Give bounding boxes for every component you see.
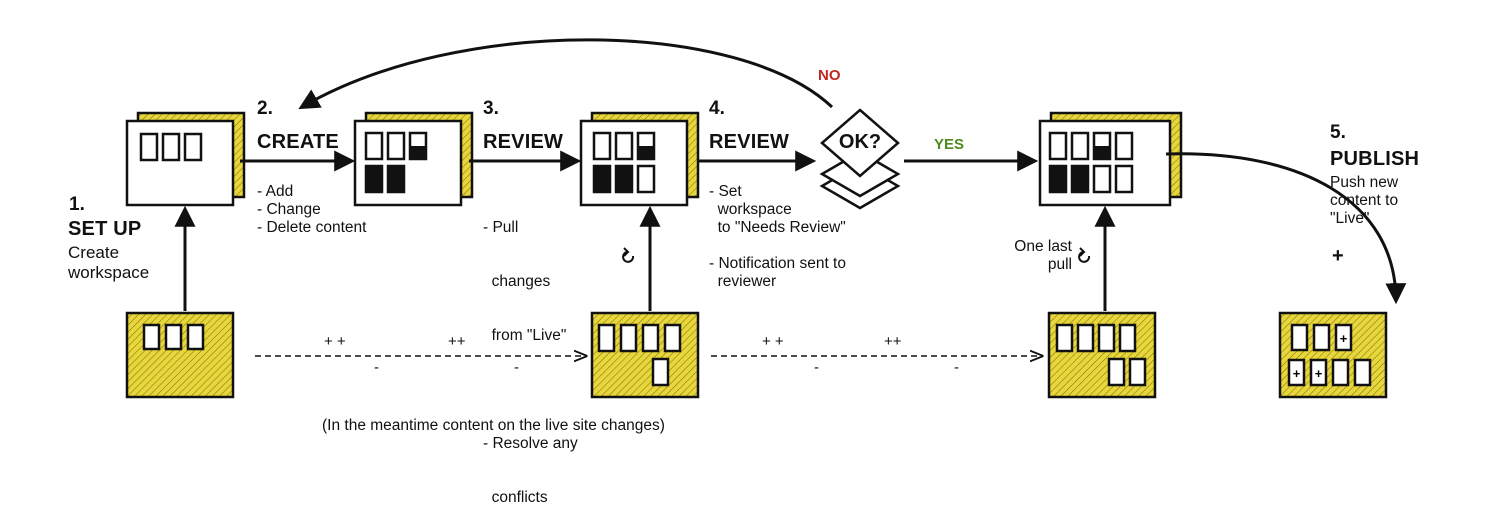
live-change-minus: - xyxy=(514,359,519,376)
live-change-plus: ++ xyxy=(884,333,902,350)
step3-title: REVIEW xyxy=(483,131,564,153)
live-change-plus: + + xyxy=(762,333,784,350)
live-change-minus: - xyxy=(374,359,379,376)
step1-desc: Create workspace xyxy=(68,243,150,282)
decision-diamond xyxy=(819,108,901,210)
yes-label: YES xyxy=(934,136,965,153)
step4-number: 4. xyxy=(709,98,725,119)
step3-desc: - Pull changes from "Live" - Resolve any… xyxy=(483,219,578,506)
decision-label: OK? xyxy=(838,131,882,153)
live-site-changed xyxy=(590,311,700,399)
last-pull-label: One last pull xyxy=(1014,238,1072,273)
live-site-initial xyxy=(125,311,235,399)
step2-desc: - Add - Change - Delete content xyxy=(257,183,367,236)
live-change-minus: - xyxy=(814,359,819,376)
workspace-step3 xyxy=(579,111,700,207)
last-pull-icon xyxy=(1078,247,1091,263)
step4-desc: - Set workspace to "Needs Review" - Noti… xyxy=(709,183,846,290)
no-label: NO xyxy=(818,67,841,84)
svg-text:+: + xyxy=(1315,366,1323,381)
step2-number: 2. xyxy=(257,98,273,119)
workflow-diagram: + + + xyxy=(125,38,1407,399)
flow-arrows xyxy=(174,38,1407,311)
step5-desc: Push new content to "Live" xyxy=(1330,174,1399,227)
step5-title: PUBLISH xyxy=(1330,148,1420,170)
pull-icon xyxy=(622,247,635,263)
live-change-minus: - xyxy=(954,359,959,376)
svg-text:+: + xyxy=(1293,366,1301,381)
svg-text:+: + xyxy=(1340,331,1348,346)
live-site-published: + + + xyxy=(1278,311,1388,399)
live-site-changed-again xyxy=(1047,311,1157,399)
step5-number: 5. xyxy=(1330,122,1346,143)
caption: (In the meantime content on the live sit… xyxy=(322,417,665,434)
step3-number: 3. xyxy=(483,98,499,119)
live-change-plus: + + xyxy=(324,333,346,350)
step1-title: SET UP xyxy=(68,218,142,240)
step2-title: CREATE xyxy=(257,131,339,153)
workspace-step2 xyxy=(353,111,474,207)
step1-number: 1. xyxy=(69,194,85,215)
workspace-step1 xyxy=(125,111,246,207)
publish-plus: + xyxy=(1332,245,1344,267)
step4-title: REVIEW xyxy=(709,131,790,153)
live-change-plus: ++ xyxy=(448,333,466,350)
workspace-approved xyxy=(1038,111,1183,207)
